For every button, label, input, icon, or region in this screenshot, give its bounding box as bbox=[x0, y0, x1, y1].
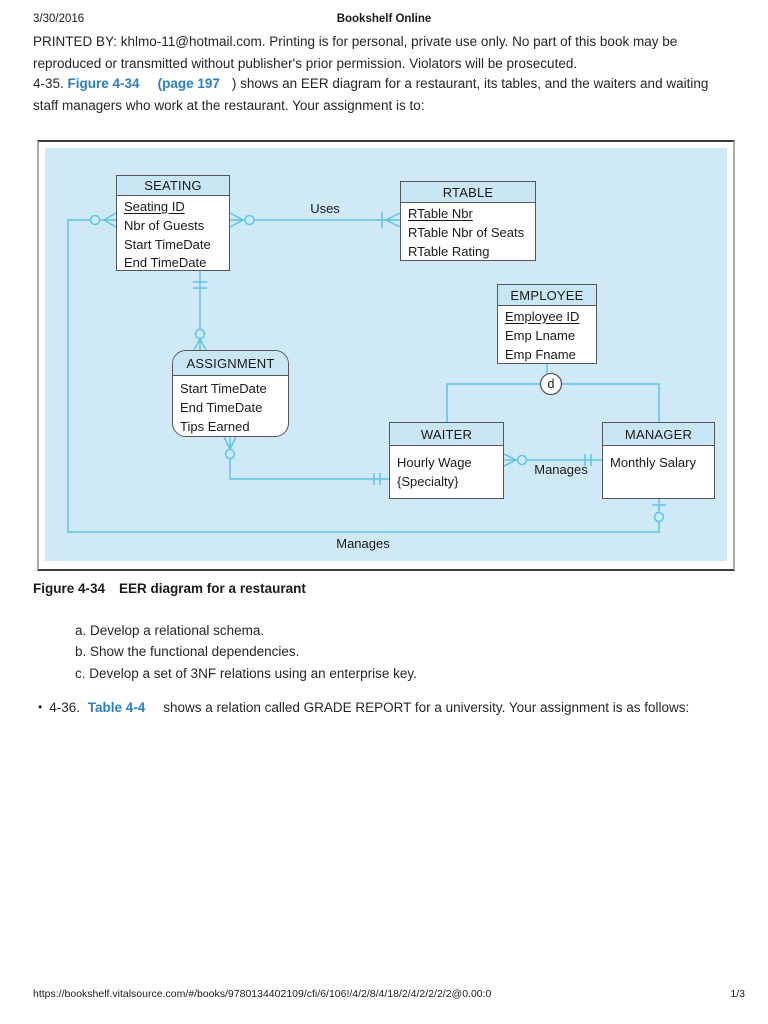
attribute: {Specialty} bbox=[397, 473, 459, 489]
page-197-link[interactable]: (page 197 bbox=[157, 76, 220, 91]
entity-employee: EMPLOYEE Employee ID Emp Lname Emp Fname bbox=[497, 284, 597, 364]
question-text-2: staff managers who work at the restauran… bbox=[33, 97, 425, 113]
attribute: Tips Earned bbox=[180, 418, 250, 434]
question-number: 4-35. bbox=[33, 76, 64, 91]
attribute-key: RTable Nbr bbox=[408, 206, 473, 221]
attribute: Monthly Salary bbox=[610, 455, 696, 470]
figure-4-34-link[interactable]: Figure 4-34 bbox=[67, 76, 140, 91]
manages-relationship-label: Manages bbox=[534, 462, 588, 477]
assignment-task-list: a. Develop a relational schema. b. Show … bbox=[75, 620, 417, 684]
entity-seating-title: SEATING bbox=[117, 176, 229, 196]
seating-assignment-line bbox=[193, 271, 207, 351]
task-item-c: c. Develop a set of 3NF relations using … bbox=[75, 665, 417, 681]
entity-seating: SEATING Seating ID Nbr of Guests Start T… bbox=[116, 175, 230, 271]
entity-waiter-title: WAITER bbox=[390, 423, 503, 446]
attribute: RTable Nbr of Seats bbox=[408, 224, 525, 240]
question-text: shows a relation called GRADE REPORT for… bbox=[163, 700, 690, 715]
question-4-35-line-1: 4-35. Figure 4-34 (page 197 ) shows an EER… bbox=[33, 73, 708, 95]
entity-rtable: RTABLE RTable Nbr RTable Nbr of Seats RT… bbox=[400, 181, 536, 261]
attribute: Nbr of Guests bbox=[124, 217, 205, 233]
site-title: Bookshelf Online bbox=[336, 13, 432, 25]
bottom-manages-relationship-label: Manages bbox=[336, 536, 390, 551]
attribute: RTable Rating bbox=[408, 243, 490, 259]
question-text-1: ) shows an EER diagram for a restaurant,… bbox=[231, 76, 709, 91]
footer-page-indicator: 1/3 bbox=[730, 988, 745, 1000]
attribute: Start TimeDate bbox=[124, 236, 211, 252]
task-item-a: a. Develop a relational schema. bbox=[75, 623, 265, 638]
assignment-waiter-line bbox=[223, 436, 389, 485]
notice-line-2: reproduced or transmitted without publis… bbox=[33, 55, 578, 71]
entity-employee-title: EMPLOYEE bbox=[498, 285, 596, 306]
attribute: End TimeDate bbox=[124, 255, 207, 271]
disjoint-discriminator-label: d bbox=[547, 376, 555, 391]
bullet-icon: • bbox=[38, 700, 43, 714]
figure-caption-label: Figure 4-34 bbox=[33, 581, 106, 596]
entity-waiter: WAITER Hourly Wage {Specialty} bbox=[389, 422, 504, 499]
entity-rtable-title: RTABLE bbox=[401, 182, 535, 203]
attribute-key: Employee ID bbox=[505, 309, 580, 324]
uses-relationship-label: Uses bbox=[310, 201, 340, 216]
table-4-4-link[interactable]: Table 4-4 bbox=[87, 700, 146, 715]
question-number: 4-36. bbox=[49, 700, 80, 715]
attribute-key: Seating ID bbox=[124, 199, 185, 214]
entity-manager-title: MANAGER bbox=[603, 423, 714, 446]
attribute: End TimeDate bbox=[180, 399, 263, 415]
attribute: Start TimeDate bbox=[180, 381, 267, 396]
entity-assignment-title: ASSIGNMENT bbox=[173, 351, 288, 376]
printed-by-notice: PRINTED BY: khlmo-11@hotmail.com. Printi… bbox=[33, 31, 677, 74]
entity-manager: MANAGER Monthly Salary bbox=[602, 422, 715, 499]
attribute: Hourly Wage bbox=[397, 455, 472, 470]
figure-4-34-frame: SEATING Seating ID Nbr of Guests Start T… bbox=[37, 140, 735, 571]
attribute: Emp Lname bbox=[505, 327, 576, 343]
figure-caption: Figure 4-34 EER diagram for a restaurant bbox=[33, 581, 306, 596]
entity-assignment: ASSIGNMENT Start TimeDate End TimeDate T… bbox=[172, 350, 289, 437]
attribute: Emp Fname bbox=[505, 346, 576, 362]
question-4-35: 4-35. Figure 4-34 (page 197 ) shows an EER… bbox=[33, 73, 708, 116]
footer-source-url: https://bookshelf.vitalsource.com/#/book… bbox=[33, 988, 492, 1000]
task-item-b: b. Show the functional dependencies. bbox=[75, 644, 300, 660]
figure-caption-text: EER diagram for a restaurant bbox=[119, 581, 306, 596]
print-date: 3/30/2016 bbox=[33, 13, 85, 25]
question-4-36: • 4-36. Table 4-4 shows a relation called … bbox=[38, 700, 689, 715]
notice-line-1: PRINTED BY: khlmo-11@hotmail.com. Printi… bbox=[33, 34, 678, 49]
